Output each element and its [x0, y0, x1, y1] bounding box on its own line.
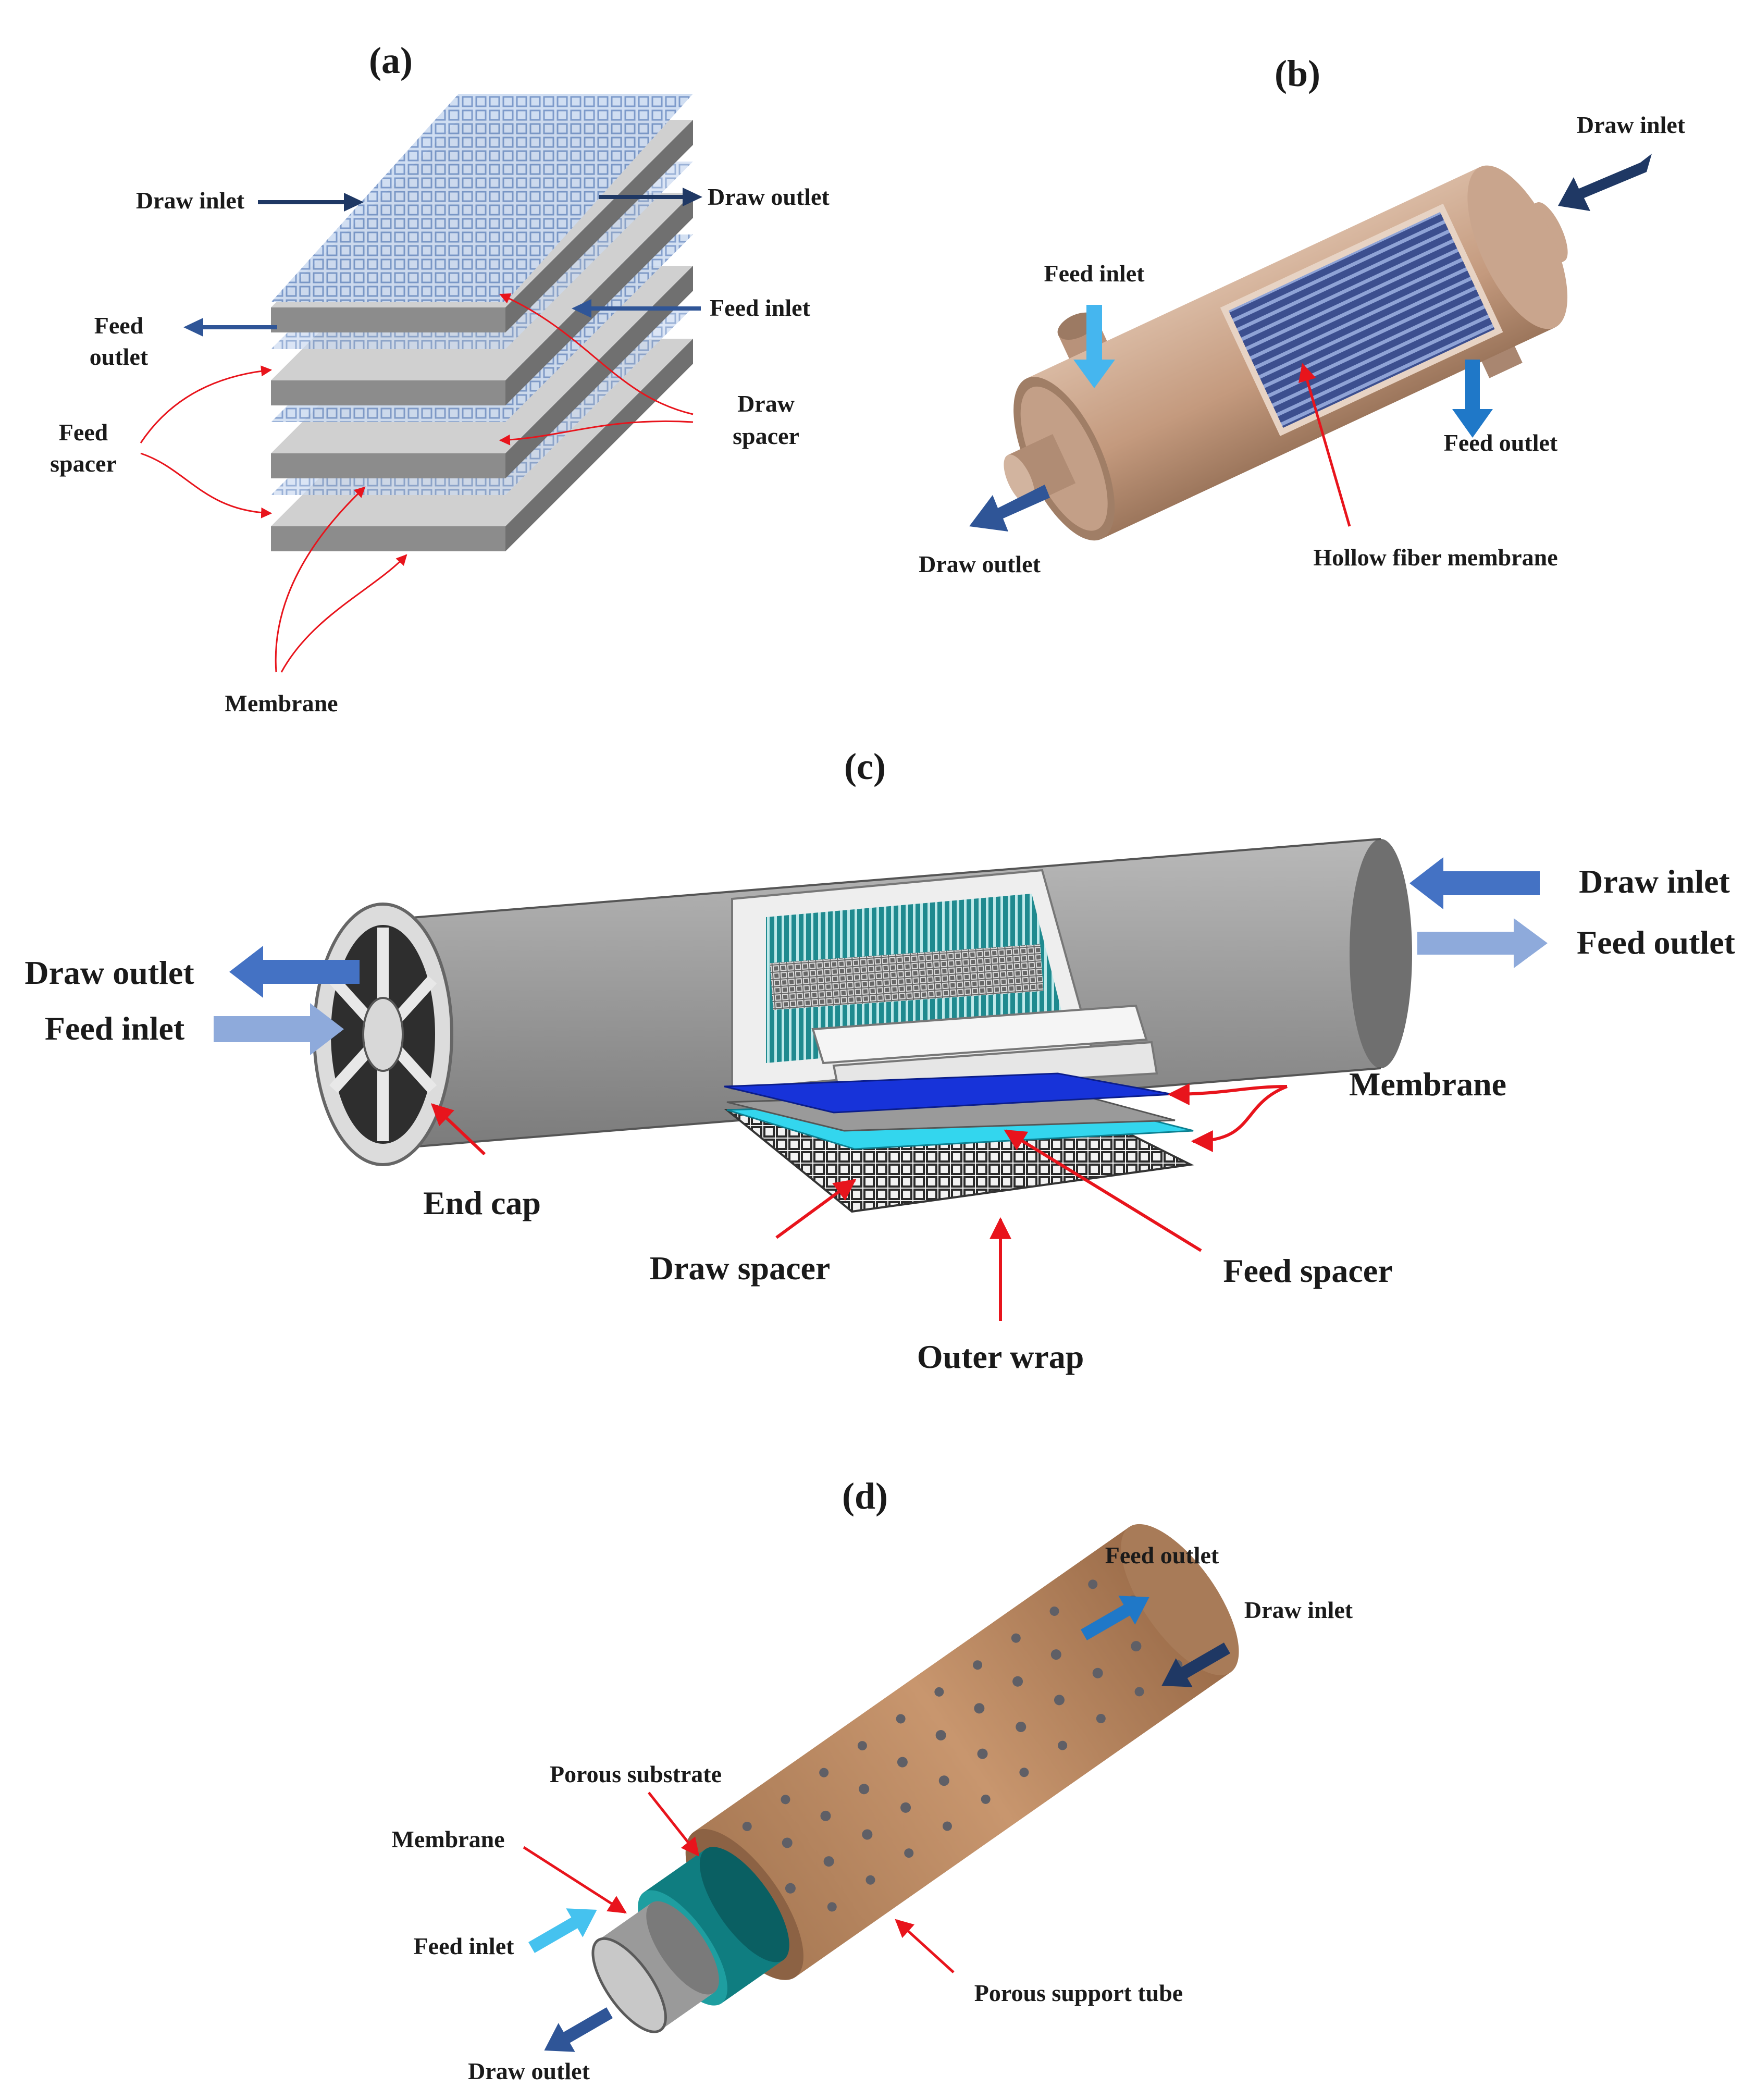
feed-outlet-arrow — [1452, 360, 1493, 438]
feed-outlet-label: Feed outlet — [1577, 924, 1736, 961]
membrane-pointers — [1167, 1083, 1288, 1152]
plate-stack — [271, 94, 693, 551]
feed-inlet-arrow — [528, 1908, 597, 1953]
draw-outlet-arrow — [599, 188, 702, 206]
draw-spacer-label-line1: Draw — [737, 390, 795, 417]
feed-outlet-label: Feed outlet — [1105, 1542, 1219, 1568]
draw-spacer-label-line2: spacer — [733, 423, 799, 449]
porous-support-tube-label: Porous support tube — [974, 1980, 1183, 2006]
membrane-label: Membrane — [1349, 1066, 1506, 1103]
draw-inlet-arrow — [1409, 857, 1540, 909]
feed-outlet-label-line1: Feed — [94, 312, 144, 339]
draw-inlet-label: Draw inlet — [1579, 863, 1730, 900]
vessel-right-end — [1350, 839, 1412, 1068]
membrane-label: Membrane — [391, 1826, 504, 1852]
hollow-fiber-module — [1004, 165, 1568, 541]
feed-inlet-label: Feed inlet — [45, 1010, 185, 1047]
draw-inlet-arrow — [1558, 154, 1652, 211]
draw-spacer-layer — [271, 94, 693, 302]
panel-c-label: (c) — [844, 746, 886, 787]
feed-outlet-label-line2: outlet — [90, 343, 149, 370]
feed-outlet-label: Feed outlet — [1444, 429, 1558, 456]
membrane-pointer — [523, 1846, 627, 1914]
panel-d: (d) Feed outlet — [391, 1475, 1353, 2084]
porous-support-pointer — [895, 1919, 955, 1973]
draw-inlet-label: Draw inlet — [1577, 112, 1686, 138]
feed-outlet-arrow — [1081, 1596, 1149, 1640]
panel-d-label: (d) — [842, 1475, 888, 1517]
feed-outlet-arrow — [1417, 918, 1548, 968]
porous-substrate-label: Porous substrate — [550, 1761, 722, 1787]
end-cap-pointer — [430, 1103, 486, 1156]
hollow-fiber-pointer — [1298, 363, 1351, 527]
draw-spacer-label: Draw spacer — [650, 1250, 831, 1287]
tubular-module — [591, 1524, 1239, 2033]
feed-spacer-label-line2: spacer — [50, 450, 117, 477]
end-cap-label: End cap — [423, 1184, 541, 1221]
feed-spacer-label: Feed spacer — [1223, 1252, 1392, 1289]
porous-substrate — [644, 1849, 784, 2004]
draw-inlet-label: Draw inlet — [1244, 1597, 1353, 1623]
membrane-layer — [598, 1903, 714, 2030]
draw-outlet-label: Draw outlet — [468, 2058, 590, 2084]
panel-b-label: (b) — [1275, 53, 1320, 94]
draw-outlet-label: Draw outlet — [708, 183, 830, 210]
feed-spacer-pointers — [140, 365, 273, 518]
permeate-tube-mesh — [770, 944, 1044, 1010]
porous-substrate-pointer — [648, 1792, 700, 1857]
feed-inlet-label: Feed inlet — [710, 294, 811, 321]
draw-outlet-label: Draw outlet — [24, 954, 194, 991]
feed-inlet-arrow — [572, 299, 701, 318]
draw-outlet-arrow — [544, 2007, 613, 2052]
feed-inlet-label: Feed inlet — [414, 1933, 515, 1959]
draw-outlet-label: Draw outlet — [919, 551, 1041, 577]
hollow-fiber-bundle — [1220, 203, 1503, 436]
panel-b: (b) Draw inlet Feed i — [919, 53, 1686, 577]
panel-a-label: (a) — [369, 40, 413, 81]
draw-outlet-arrow — [229, 946, 360, 998]
feed-inlet-label: Feed inlet — [1044, 260, 1145, 287]
unrolled-leaves — [724, 1072, 1194, 1213]
membrane-pointers — [275, 486, 407, 673]
outer-wrap-label: Outer wrap — [917, 1338, 1084, 1375]
draw-inlet-label: Draw inlet — [136, 187, 245, 214]
draw-outlet-arrow — [969, 485, 1050, 532]
feed-outlet-arrow — [183, 318, 277, 337]
tube-pores — [742, 1579, 1183, 1912]
panel-c: (c) — [24, 746, 1735, 1375]
feed-inlet-arrow — [214, 1003, 344, 1055]
feed-spacer-pointer — [1004, 1129, 1202, 1252]
feed-spacer-label-line1: Feed — [59, 419, 108, 446]
membrane-label: Membrane — [225, 690, 338, 717]
draw-inlet-arrow — [1161, 1642, 1230, 1687]
draw-spacer-pointers — [499, 293, 694, 446]
panel-a: (a) — [50, 40, 830, 717]
draw-spacer-pointer — [775, 1179, 857, 1239]
draw-inlet-arrow — [258, 193, 364, 212]
hollow-fiber-label: Hollow fiber membrane — [1313, 544, 1557, 571]
feed-inlet-arrow — [1073, 305, 1115, 388]
